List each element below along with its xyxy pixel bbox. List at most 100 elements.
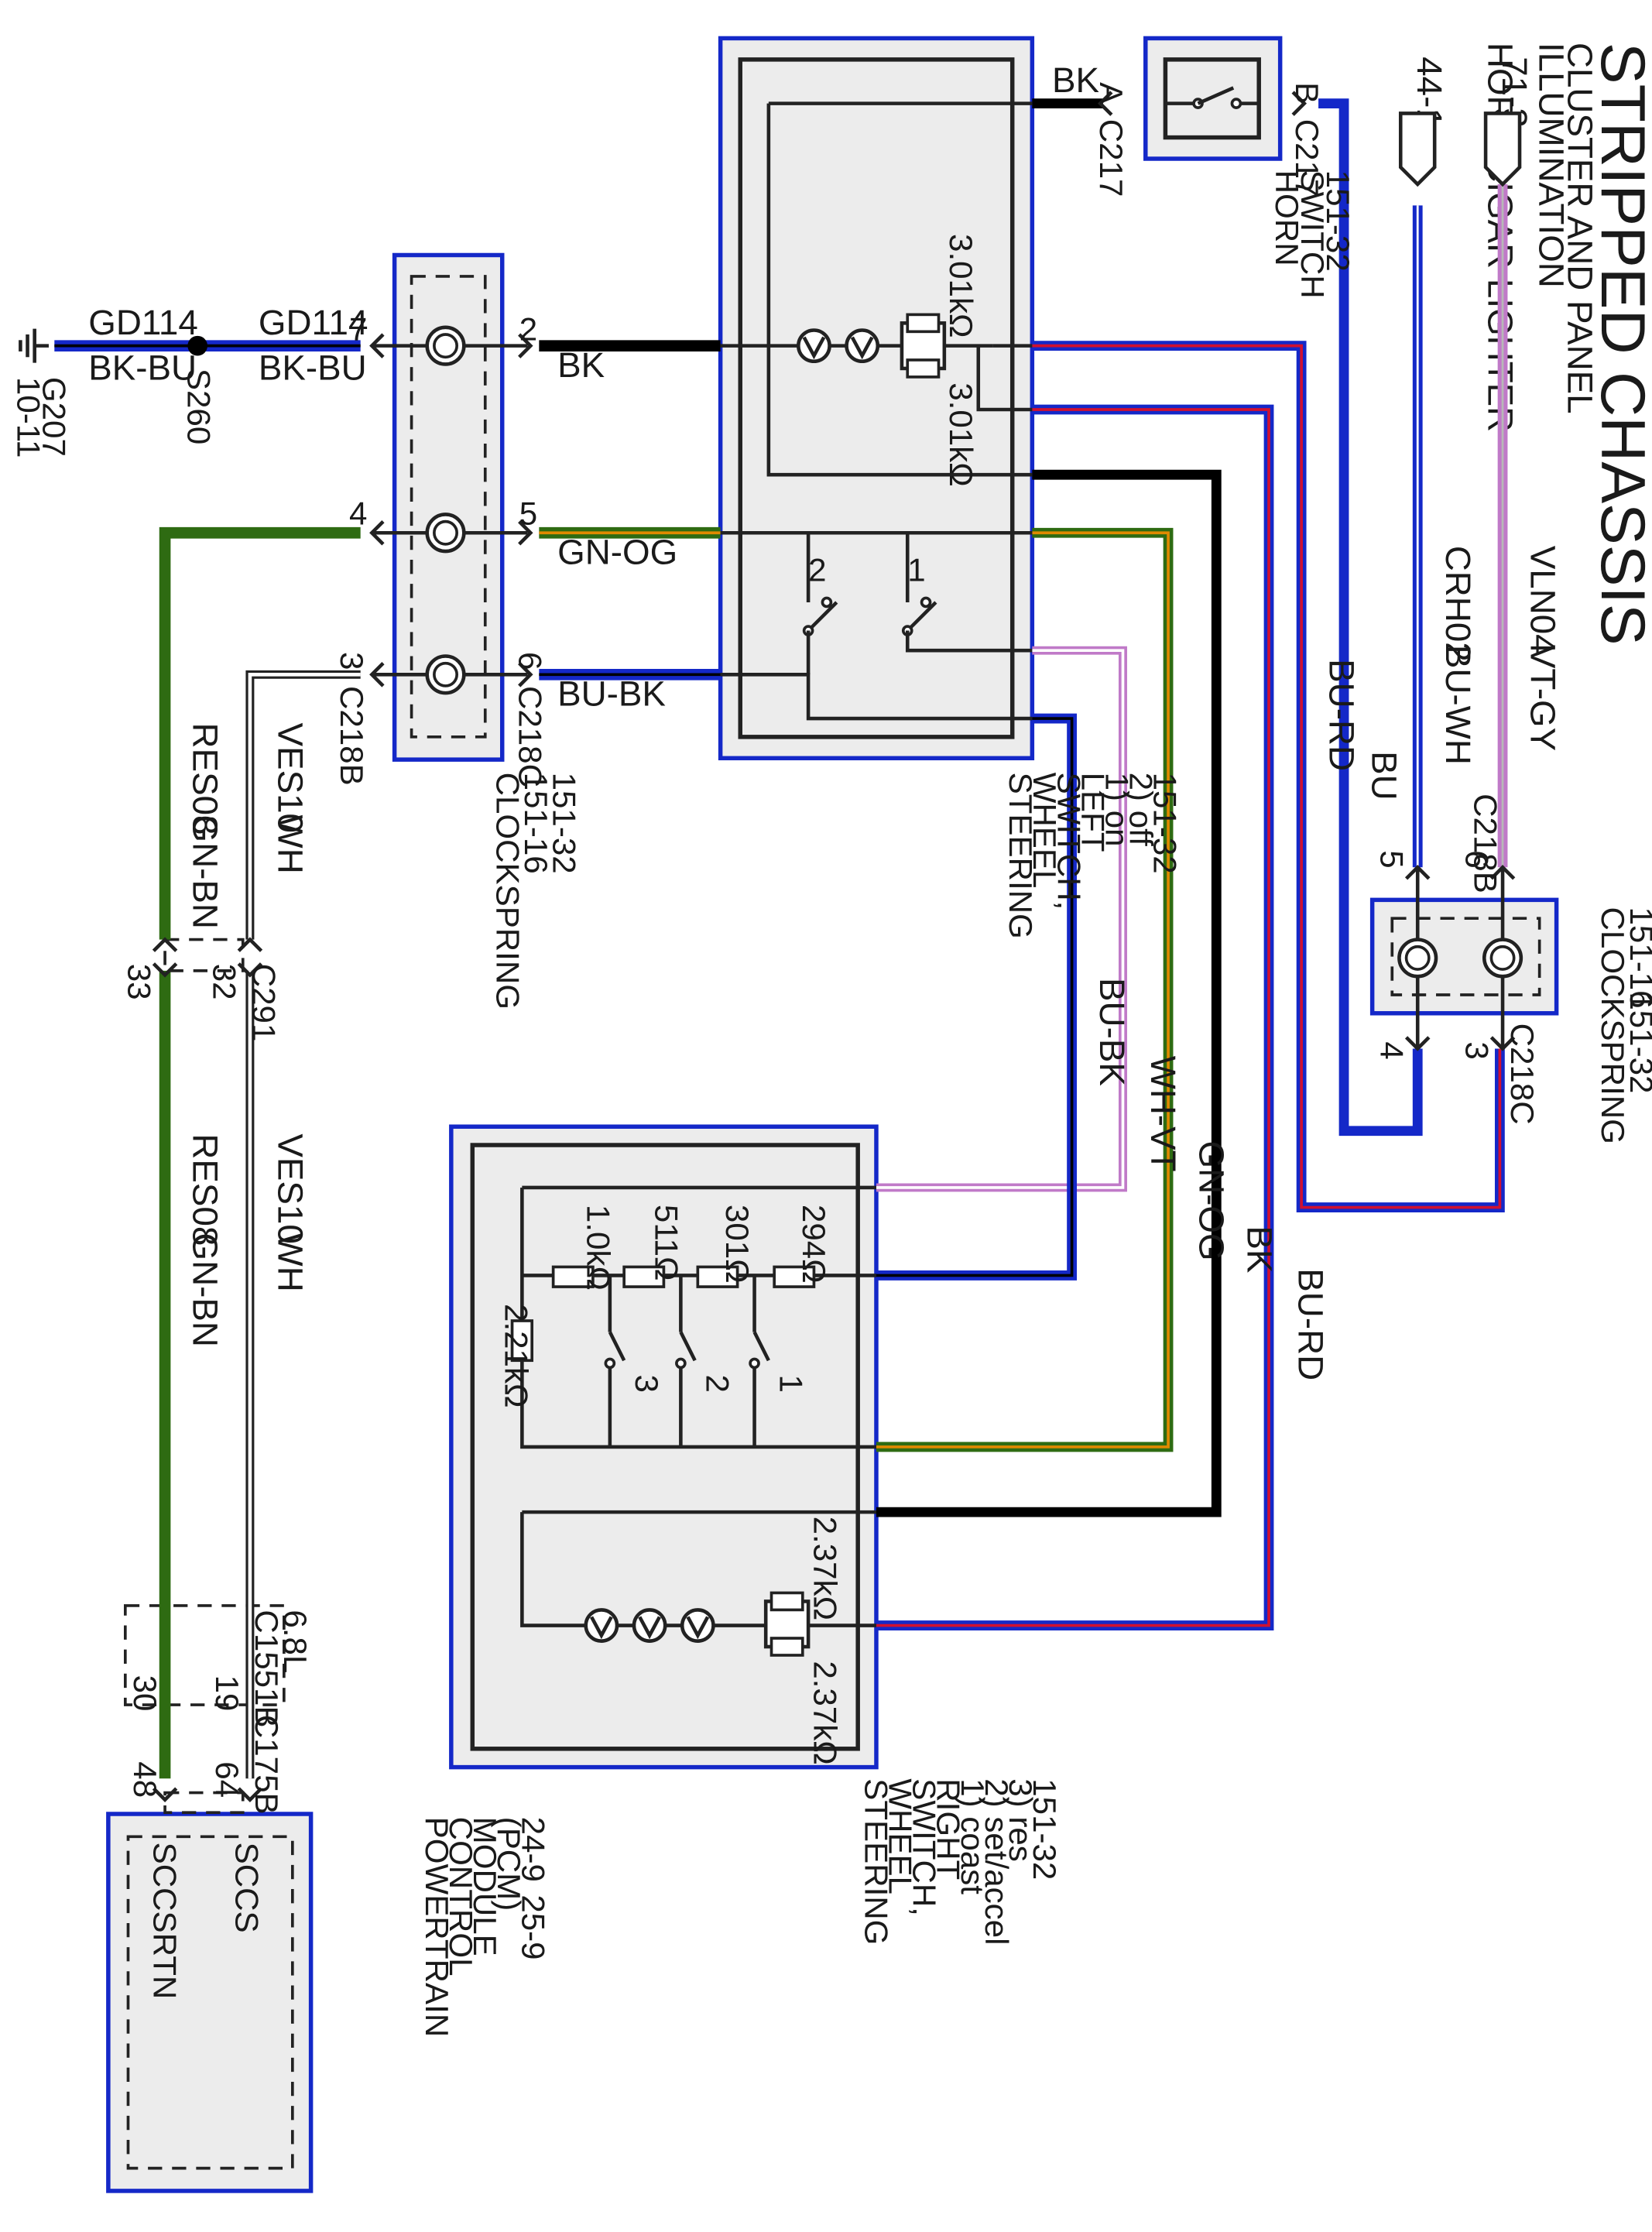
pin-cs-5: 5	[519, 495, 537, 531]
svg-text:SWITCH,: SWITCH,	[1050, 773, 1087, 910]
c1551b-dash	[123, 1604, 286, 1706]
svg-text:SWITCH,: SWITCH,	[907, 1778, 943, 1916]
pin-c1551-19: 19	[209, 1675, 245, 1712]
clockspring-left-coils	[372, 325, 528, 695]
label-gnbn-a: GN-BN	[186, 815, 225, 929]
pin-cs-4: 4	[349, 495, 367, 531]
subtitle-line-1: CLUSTER AND PANEL	[1560, 43, 1599, 414]
svg-text:STEERING: STEERING	[1003, 773, 1039, 939]
clockspring-left-label: CLOCKSPRING 151-16 151-32	[489, 773, 582, 1010]
pcm-pin-sccs: SCCS	[229, 1843, 266, 1933]
svg-text:LEFT: LEFT	[1074, 773, 1111, 852]
label-c217-left: C217	[1093, 119, 1129, 197]
label-c1551b: C1551B	[248, 1610, 285, 1727]
res-r4: 294Ω	[796, 1205, 832, 1284]
wire-bu	[1318, 98, 1423, 1137]
pcm-box	[106, 1812, 314, 2193]
svg-text:SWITCH: SWITCH	[1294, 170, 1331, 299]
label-gd114-b: GD114	[259, 303, 368, 342]
svg-text:1) on: 1) on	[1099, 773, 1136, 847]
label-wh-b: WH	[271, 1233, 310, 1292]
svg-text:WHEEL: WHEEL	[882, 1778, 918, 1894]
steering-wheel-switch-left	[718, 36, 1035, 761]
svg-text:24-9: 24-9	[515, 1817, 551, 1882]
ground-symbol	[19, 328, 49, 363]
res-r3: 301Ω	[719, 1205, 756, 1284]
label-bu: BU	[1365, 751, 1404, 801]
label-bu-rd-lower: BU-RD	[1290, 1268, 1330, 1380]
label-bu-wh: BU-WH	[1438, 645, 1478, 765]
sw-left-inner	[738, 57, 1015, 739]
res-r1: 1.0kΩ	[581, 1205, 617, 1291]
svg-text:151-32: 151-32	[1027, 1778, 1063, 1880]
horn-switch-label: HORN SWITCH 151-32	[1269, 170, 1356, 299]
svg-text:151-16: 151-16	[518, 773, 554, 874]
sw-left-internals	[720, 101, 1033, 721]
label-bkbu-a: BK-BU	[88, 348, 197, 388]
pin-c291-32: 32	[206, 964, 242, 1000]
pcm-pin-sccsrtn: SCCSRTN	[146, 1843, 183, 2000]
svg-text:STEERING: STEERING	[858, 1778, 894, 1945]
label-bu-rd-upper: BU-RD	[1322, 659, 1362, 771]
pin-cs-7: 7	[349, 310, 367, 347]
sw-right-internals	[510, 1185, 876, 1657]
label-c217-a: A	[1093, 82, 1129, 104]
res-right-a: 2.37kΩ	[807, 1517, 843, 1620]
label-crh02: CRH02	[1438, 546, 1478, 662]
label-bu-bk-v: BU-BK	[1092, 978, 1132, 1086]
connector-arrows	[152, 91, 1516, 1802]
label-bu-bk: BU-BK	[557, 674, 666, 714]
label-bk-v: BK	[1240, 1226, 1280, 1273]
svg-text:3) res: 3) res	[1003, 1778, 1039, 1862]
label-c218c-right: C218C	[1504, 1023, 1541, 1125]
svg-text:POWERTRAIN: POWERTRAIN	[419, 1817, 455, 2038]
clockspring-right-dash	[1390, 917, 1541, 996]
label-gn-og-v: GN-OG	[1191, 1141, 1231, 1261]
svg-text:151-16: 151-16	[1623, 907, 1652, 1009]
pin-pcm-64: 64	[209, 1761, 245, 1798]
page-title: STRIPPED CHASSIS	[1588, 43, 1652, 646]
label-c218b: C218B	[334, 686, 370, 786]
pin-cs-3: 3	[334, 652, 370, 670]
pcm-dash	[126, 1835, 294, 2170]
res-left-b: 3.01kΩ	[943, 382, 979, 486]
pin-pcm-48: 48	[127, 1761, 163, 1798]
svg-text:151-32: 151-32	[1320, 170, 1356, 272]
label-c217-right: C217	[1289, 119, 1325, 197]
res-left-a: 3.01kΩ	[943, 234, 979, 338]
label-vln04: VLN04	[1523, 546, 1563, 654]
svg-text:151-32: 151-32	[1147, 773, 1184, 874]
splice-s260	[187, 335, 207, 356]
label-c175-note: 6.8L	[277, 1610, 314, 1673]
clockspring-right-label: CLOCKSPRING 151-16 151-32	[1595, 907, 1652, 1144]
label-bk: BK	[557, 345, 605, 385]
wire-res08-upper	[159, 526, 361, 940]
svg-text:CONTROL: CONTROL	[443, 1817, 479, 1977]
pin-csr-4: 4	[1374, 1041, 1410, 1059]
label-gn-og: GN-OG	[557, 533, 677, 572]
svg-text:151-32: 151-32	[1623, 992, 1652, 1093]
label-vt-gy: VT-GY	[1523, 645, 1563, 751]
label-ves10-a: VES10	[271, 723, 310, 833]
label-c175b: C175B	[248, 1715, 285, 1815]
svg-text:(PCM): (PCM)	[491, 1817, 527, 1911]
svg-text:2) off: 2) off	[1123, 773, 1160, 846]
clockspring-left-dash	[410, 275, 487, 739]
label-ves10-b: VES10	[271, 1133, 310, 1243]
label-gd114-a: GD114	[88, 303, 198, 342]
label-c218c: C218C	[512, 686, 549, 787]
label-c291: C291	[246, 964, 283, 1042]
sw-right-pos-1: 1	[773, 1375, 810, 1393]
pin-csr-6: 6	[1458, 850, 1495, 868]
label-wh-vt: WH-VT	[1143, 1056, 1183, 1172]
svg-text:CLOCKSPRING: CLOCKSPRING	[1595, 907, 1631, 1144]
svg-text:WHEEL: WHEEL	[1027, 773, 1063, 889]
label-s260: S260	[180, 369, 217, 444]
svg-text:2) set/accel: 2) set/accel	[979, 1778, 1015, 1945]
sw-right-label: STEERING WHEEL SWITCH, RIGHT 1) coast 2)…	[858, 1778, 1063, 1945]
svg-text:MODULE: MODULE	[467, 1817, 503, 1956]
horn-switch-contact	[1165, 86, 1260, 109]
c291-dash	[163, 938, 245, 972]
